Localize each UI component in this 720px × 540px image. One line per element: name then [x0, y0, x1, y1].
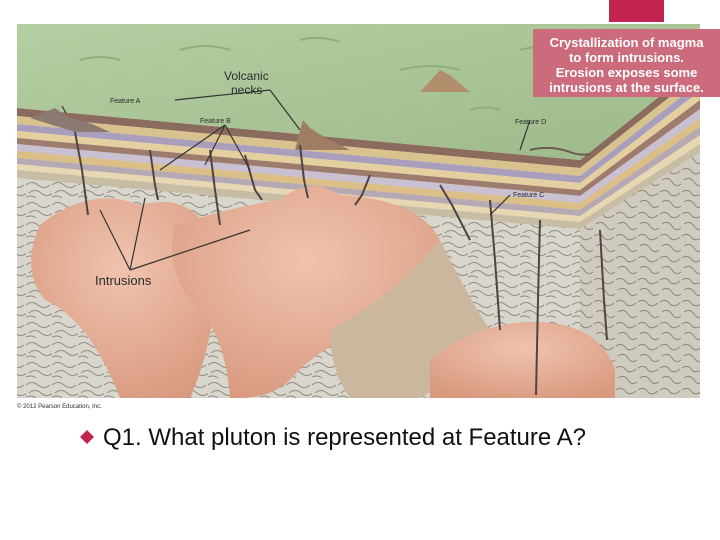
- caption-line-2: to form intrusions.: [569, 50, 684, 65]
- label-intrusions: Intrusions: [95, 273, 152, 288]
- accent-tab: [609, 0, 664, 22]
- label-feature-a: Feature A: [110, 98, 141, 105]
- label-feature-c: Feature C: [513, 192, 544, 199]
- volcanic-neck-right: [420, 70, 470, 92]
- sedimentary-strata-side: [580, 64, 700, 229]
- caption-line-4: intrusions at the surface.: [549, 80, 704, 95]
- question-text: Q1. What pluton is represented at Featur…: [103, 424, 586, 451]
- copyright-notice: © 2012 Pearson Education, Inc.: [17, 403, 102, 410]
- ground-surface: [17, 24, 700, 160]
- label-feature-b: Feature B: [200, 118, 231, 125]
- label-volcanic-necks-line1: Volcanic: [224, 69, 269, 83]
- intrusion-block-diagram: Volcanic necks Feature A Feature B Featu…: [17, 24, 700, 410]
- caption-line-1: Crystallization of magma: [549, 35, 704, 50]
- intrusion-center: [172, 186, 443, 398]
- label-feature-d: Feature D: [515, 119, 546, 126]
- diamond-bullet-icon: [80, 430, 94, 444]
- caption-box: Crystallization of magma to form intrusi…: [533, 29, 720, 97]
- volcanic-neck-center: [295, 120, 350, 150]
- feature-d-ridge: [529, 146, 591, 156]
- intrusion-right: [430, 321, 615, 398]
- intrusion-left: [31, 198, 216, 398]
- pointer-arrows: [61, 89, 531, 271]
- label-volcanic-necks-line2: necks: [231, 83, 262, 97]
- feature-a-outcrop: [30, 108, 110, 132]
- caption-line-3: Erosion exposes some: [555, 65, 698, 80]
